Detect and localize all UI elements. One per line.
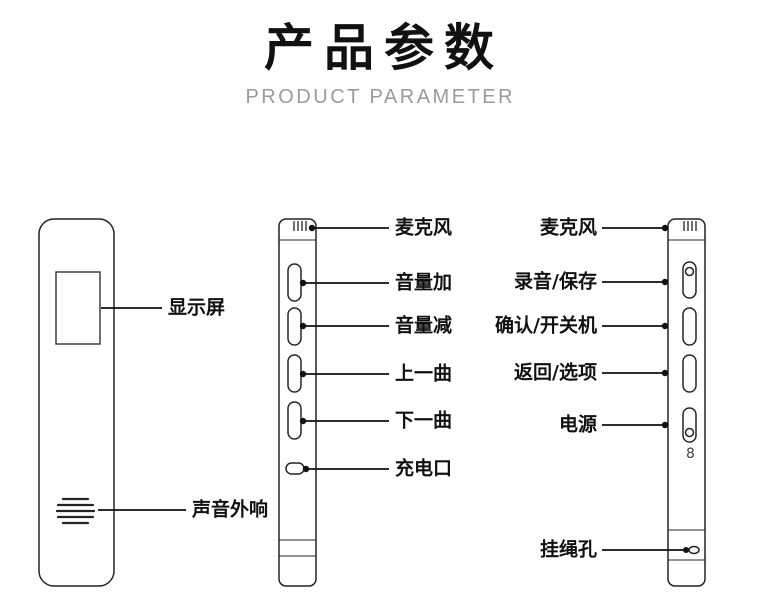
leader-lines xyxy=(98,227,686,551)
speaker-grille xyxy=(55,497,96,525)
device-front-view xyxy=(38,218,115,587)
label-previous-track: 上一曲 xyxy=(395,362,453,385)
display-screen xyxy=(55,271,101,345)
device-side-view-buttons xyxy=(278,218,317,587)
label-speaker: 声音外响 xyxy=(192,498,269,521)
device-body xyxy=(38,218,115,587)
device-side-view-controls xyxy=(667,218,706,587)
next-track-button xyxy=(287,401,302,440)
volume-up-button xyxy=(287,263,302,302)
confirm-power-button xyxy=(682,307,697,346)
label-confirm-power: 确认/开关机 xyxy=(495,314,597,337)
previous-track-button xyxy=(287,354,302,393)
power-slider xyxy=(682,407,697,443)
label-volume-up: 音量加 xyxy=(395,271,453,294)
page-title: 产品参数 xyxy=(264,19,504,77)
label-charging-port: 充电口 xyxy=(395,457,453,480)
microphone-grille xyxy=(683,221,697,231)
label-record-save: 录音/保存 xyxy=(514,270,597,293)
page-subtitle: PRODUCT PARAMETER xyxy=(245,86,516,108)
label-microphone-left: 麦克风 xyxy=(395,216,453,239)
charging-port xyxy=(285,462,305,475)
device-body xyxy=(667,218,706,587)
microphone-grille xyxy=(293,221,307,231)
volume-down-button xyxy=(287,307,302,346)
label-lanyard-hole: 挂绳孔 xyxy=(539,538,597,561)
label-volume-down: 音量减 xyxy=(395,314,453,337)
back-options-button xyxy=(682,354,697,393)
label-power: 电源 xyxy=(558,413,597,436)
label-back-options: 返回/选项 xyxy=(514,361,597,384)
device-body xyxy=(278,218,317,587)
leader-dots xyxy=(299,224,689,553)
label-next-track: 下一曲 xyxy=(395,409,453,432)
device-marking-8: 8 xyxy=(686,446,695,462)
record-save-slider xyxy=(682,261,697,299)
label-microphone-right: 麦克风 xyxy=(539,216,597,239)
label-display-screen: 显示屏 xyxy=(168,296,226,319)
lanyard-hole xyxy=(688,545,700,555)
